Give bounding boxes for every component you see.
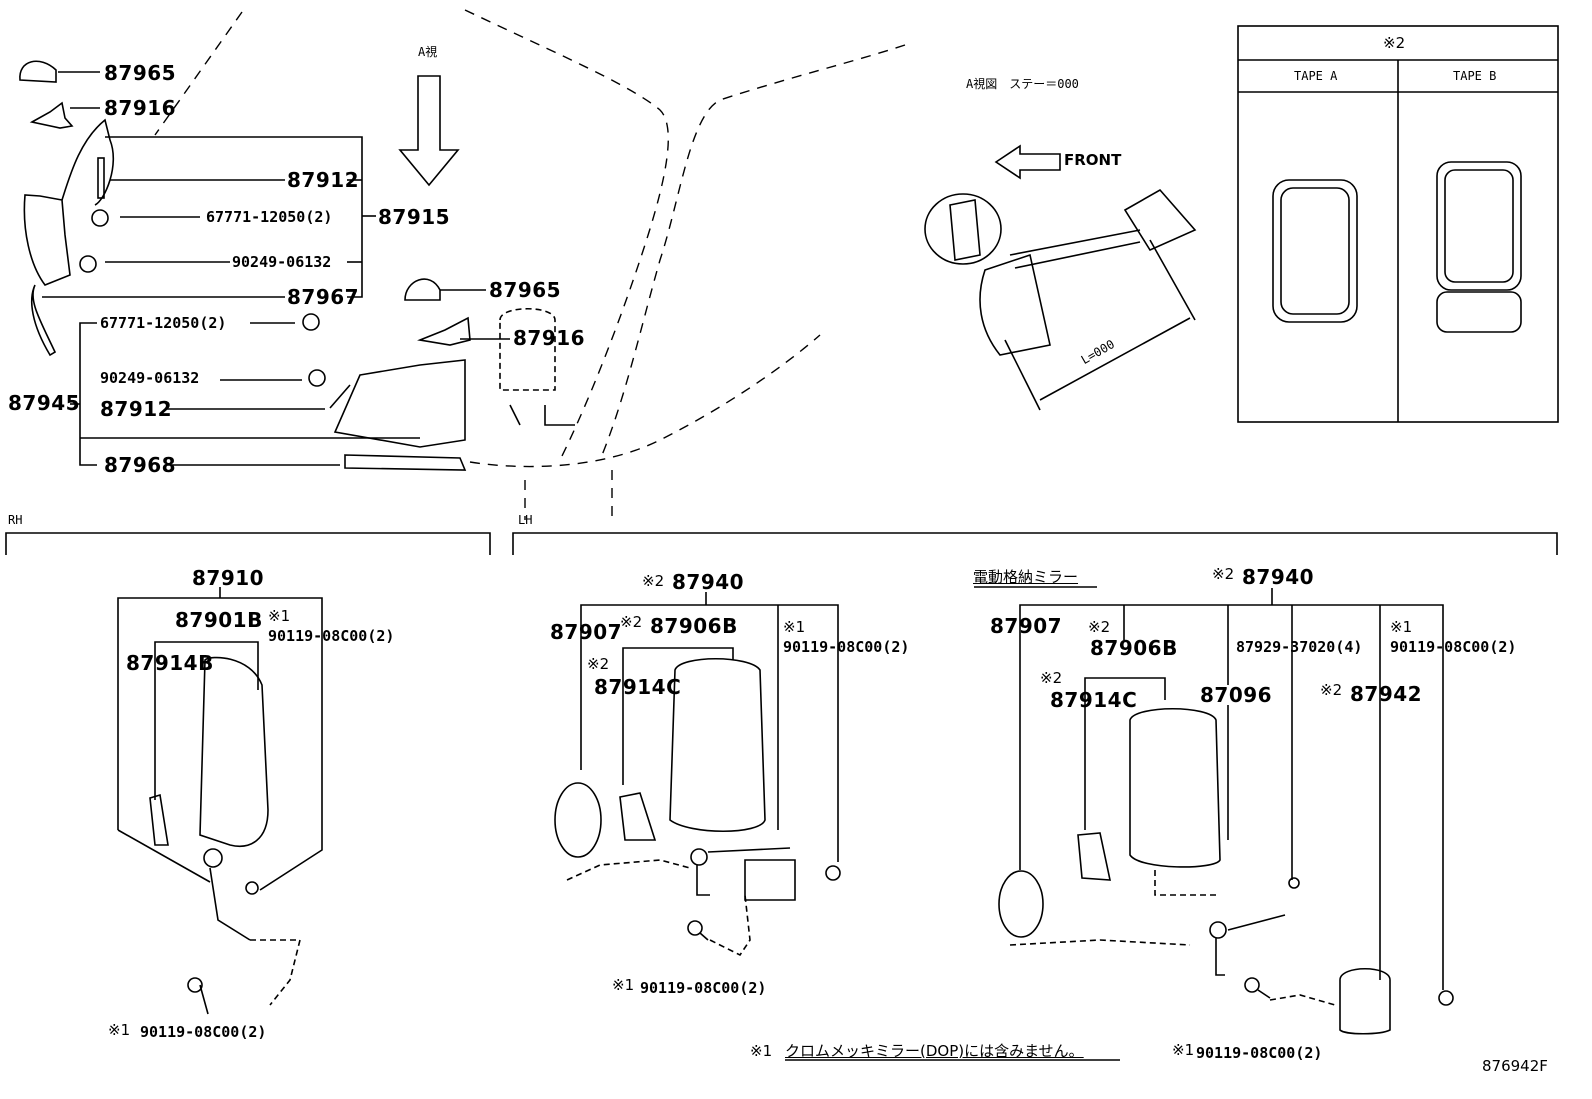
part-87912-lower: 87912 xyxy=(100,397,173,421)
lh1-note1: ※1 xyxy=(783,618,806,636)
part-90249-lower: 90249-06132 xyxy=(100,369,200,387)
lh2-part-87906b: 87906B xyxy=(1090,636,1178,660)
lh1-part-87940: 87940 xyxy=(672,570,745,594)
part-87910: 87910 xyxy=(192,566,265,590)
diagram-id: 876942F xyxy=(1482,1057,1548,1075)
lh1-part-87906b: 87906B xyxy=(650,614,738,638)
section-lh-label: LH xyxy=(518,513,533,527)
lh2-bottom-note: ※1 xyxy=(1172,1041,1195,1059)
part-87965-cap: 87965 xyxy=(104,61,177,85)
section-frames xyxy=(5,532,1558,555)
rh-note1: ※1 xyxy=(268,607,291,625)
rh-bottom-note: ※1 xyxy=(108,1021,131,1039)
a-view-sketch xyxy=(924,188,1197,411)
rh-group xyxy=(117,587,323,1015)
rh-bolt-part: 90119-08C00(2) xyxy=(268,627,395,645)
lh2-note2d: ※2 xyxy=(1320,681,1343,699)
front-arrow xyxy=(994,144,1061,180)
lh2-note2c: ※2 xyxy=(1040,669,1063,687)
view-a-label: A視 xyxy=(418,45,438,59)
lh2-part-87914c: 87914C xyxy=(1050,688,1138,712)
electric-mirror-label: 電動格納ミラー xyxy=(973,568,1079,586)
tape-table xyxy=(1237,25,1559,423)
lh1-note2c: ※2 xyxy=(587,655,610,673)
part-67771-upper: 67771-12050(2) xyxy=(206,208,333,226)
lh2-part-87929: 87929-37020(4) xyxy=(1236,638,1363,656)
lh1-bottom-note: ※1 xyxy=(612,976,635,994)
tape-table-header: ※2 xyxy=(1383,34,1406,52)
lh1-part-87914c: 87914C xyxy=(594,675,682,699)
part-87967: 87967 xyxy=(287,285,360,309)
part-87968: 87968 xyxy=(104,453,177,477)
lh1-group xyxy=(554,592,841,957)
lh2-part-87096: 87096 xyxy=(1200,683,1273,707)
front-label: FRONT xyxy=(1064,151,1122,169)
top-left-leaders xyxy=(42,71,510,466)
lh2-part-87940: 87940 xyxy=(1242,565,1315,589)
footnote-ref: ※1 xyxy=(750,1042,773,1060)
part-87901b: 87901B xyxy=(175,608,263,632)
part-87916-lower: 87916 xyxy=(513,326,586,350)
lh1-part-87907: 87907 xyxy=(550,620,623,644)
part-87965-lower: 87965 xyxy=(489,278,562,302)
tape-b-label: TAPE B xyxy=(1453,69,1497,83)
top-left-parts xyxy=(19,60,575,471)
view-a-note: A視図 ステー＝000 xyxy=(966,77,1079,91)
lh2-note1: ※1 xyxy=(1390,618,1413,636)
part-67771-lower: 67771-12050(2) xyxy=(100,314,227,332)
lh2-note2: ※2 xyxy=(1212,565,1235,583)
lh1-note2: ※2 xyxy=(642,572,665,590)
part-87915: 87915 xyxy=(378,205,451,229)
lh1-bolt-part: 90119-08C00(2) xyxy=(783,638,910,656)
lh2-note2b: ※2 xyxy=(1088,618,1111,636)
rh-bottom-bolt: 90119-08C00(2) xyxy=(140,1023,267,1041)
lh1-note2b: ※2 xyxy=(620,613,643,631)
lh2-part-87942: 87942 xyxy=(1350,682,1423,706)
lh1-bottom-bolt: 90119-08C00(2) xyxy=(640,979,767,997)
section-rh-label: RH xyxy=(8,513,23,527)
lh2-bolt-part: 90119-08C00(2) xyxy=(1390,638,1517,656)
lh2-bottom-bolt: 90119-08C00(2) xyxy=(1196,1044,1323,1062)
footnote-text: クロムメッキミラー(DOP)には含みません。 xyxy=(785,1042,1084,1060)
part-87912-upper: 87912 xyxy=(287,168,360,192)
cab-outline-dashed xyxy=(154,9,906,520)
part-87914b: 87914B xyxy=(126,651,214,675)
part-90249-upper: 90249-06132 xyxy=(232,253,332,271)
lh2-group xyxy=(998,588,1454,1035)
lh2-part-87907: 87907 xyxy=(990,614,1063,638)
part-87916-bracket: 87916 xyxy=(104,96,177,120)
tape-a-label: TAPE A xyxy=(1294,69,1338,83)
part-87945: 87945 xyxy=(8,391,81,415)
a-view-arrow xyxy=(398,75,460,187)
